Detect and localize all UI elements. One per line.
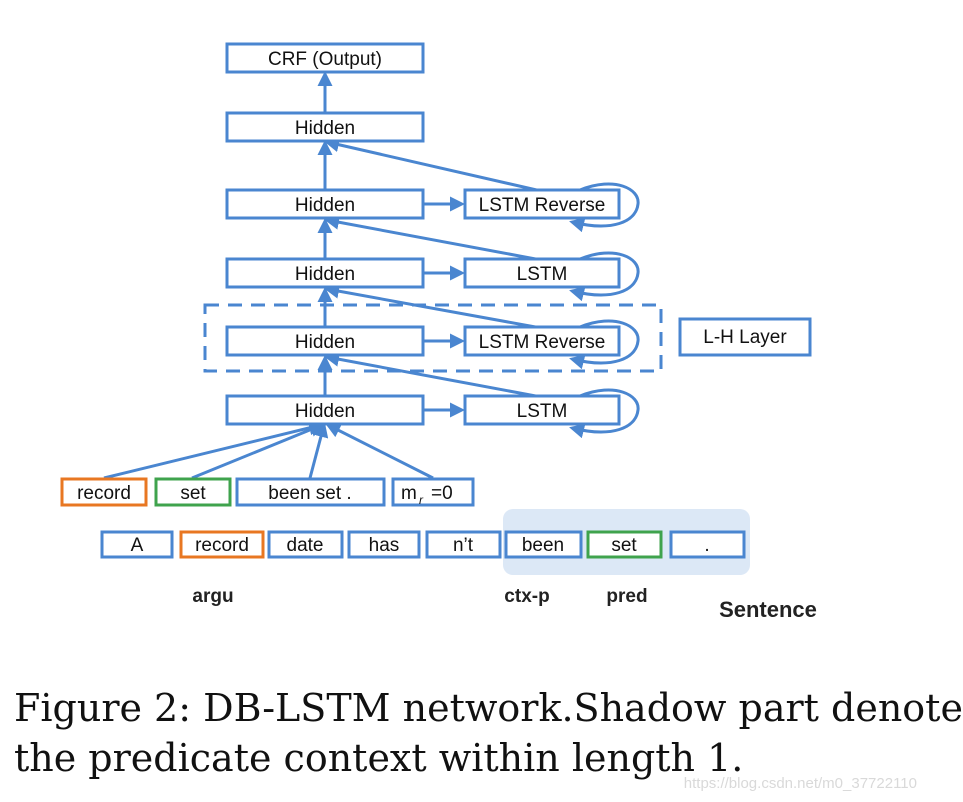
hidden-label: Hidden (295, 264, 355, 285)
argu-label: argu (192, 586, 233, 607)
arrow-lstm2-to-hidden3 (324, 283, 542, 330)
feature-box-been-set: been set . (235, 477, 386, 507)
lstm-reverse-box-4: LSTM Reverse (463, 188, 621, 220)
sentence-token-0: A (100, 530, 174, 559)
crf-output-label: CRF (Output) (268, 49, 382, 70)
lstm-reverse-label: LSTM Reverse (479, 195, 606, 216)
crf-output-box: CRF (Output) (225, 42, 425, 74)
sentence-token-5: been (504, 530, 583, 559)
hidden-box-1: Hidden (225, 394, 425, 426)
watermark: https://blog.csdn.net/m0_37722110 (683, 775, 917, 792)
lstm-label: LSTM (517, 401, 568, 422)
sentence-token-1: record (179, 530, 265, 559)
caption-line-2: the predicate context within length 1. (14, 736, 744, 780)
sentence-label: Sentence (719, 597, 817, 622)
figure-caption: Figure 2: DB-LSTM network.Shadow part de… (14, 683, 963, 783)
mask-subscript: r (419, 493, 424, 507)
hidden-label: Hidden (295, 401, 355, 422)
token-label: record (195, 535, 249, 556)
arrow-lstm4-to-hidden5 (324, 137, 542, 193)
recurrent-loop-lstm3 (569, 251, 640, 302)
figure: CRF (Output) Hidden Hidden Hidden Hidden… (14, 42, 963, 792)
feature-box-mask: m r =0 (391, 477, 475, 507)
feature-label: set (180, 483, 206, 504)
hidden-box-5: Hidden (225, 111, 425, 143)
token-label: set (611, 535, 637, 556)
arrow-feature-record (103, 420, 324, 480)
arrow-feature-set (191, 422, 325, 480)
lstm-reverse-box-2: LSTM Reverse (463, 325, 621, 357)
hidden-box-2: Hidden (225, 325, 425, 357)
token-label: n’t (453, 535, 474, 556)
lstm-reverse-label: LSTM Reverse (479, 332, 606, 353)
token-label: date (287, 535, 324, 556)
hidden-box-3: Hidden (225, 257, 425, 289)
token-label: . (704, 535, 709, 556)
sentence-token-6: set (586, 530, 663, 559)
recurrent-loop-lstm2 (569, 319, 640, 370)
feature-box-record: record (60, 477, 148, 507)
hidden-label: Hidden (295, 332, 355, 353)
lstm-box-1: LSTM (463, 394, 621, 426)
db-lstm-diagram: CRF (Output) Hidden Hidden Hidden Hidden… (60, 42, 817, 622)
mask-m-label: m (401, 483, 417, 504)
token-label: has (369, 535, 400, 556)
sentence-token-3: has (347, 530, 421, 559)
feature-box-set: set (154, 477, 232, 507)
recurrent-loop-lstm4 (569, 182, 640, 233)
token-label: A (131, 535, 144, 556)
sentence-token-7: . (669, 530, 746, 559)
lstm-box-3: LSTM (463, 257, 621, 289)
lh-layer-frame (203, 303, 663, 373)
feature-label: been set . (268, 483, 351, 504)
feature-label: record (77, 483, 131, 504)
ctx-p-label: ctx-p (504, 586, 549, 607)
lh-layer-label: L-H Layer (703, 327, 787, 348)
sentence-token-4: n’t (425, 530, 502, 559)
hidden-label: Hidden (295, 118, 355, 139)
lstm-label: LSTM (517, 264, 568, 285)
arrow-lstm3-to-hidden4 (324, 214, 542, 262)
hidden-label: Hidden (295, 195, 355, 216)
mask-value-label: =0 (431, 483, 453, 504)
caption-line-1: Figure 2: DB-LSTM network.Shadow part de… (14, 686, 963, 730)
token-label: been (522, 535, 564, 556)
pred-label: pred (606, 586, 647, 607)
sentence-token-2: date (267, 530, 344, 559)
arrow-feature-mask (325, 423, 434, 480)
arrow-lstm1-to-hidden2 (324, 351, 542, 399)
arrow-feature-been-set (308, 422, 329, 479)
hidden-box-4: Hidden (225, 188, 425, 220)
recurrent-loop-lstm1 (569, 388, 640, 439)
lh-layer-label-box: L-H Layer (678, 317, 812, 357)
